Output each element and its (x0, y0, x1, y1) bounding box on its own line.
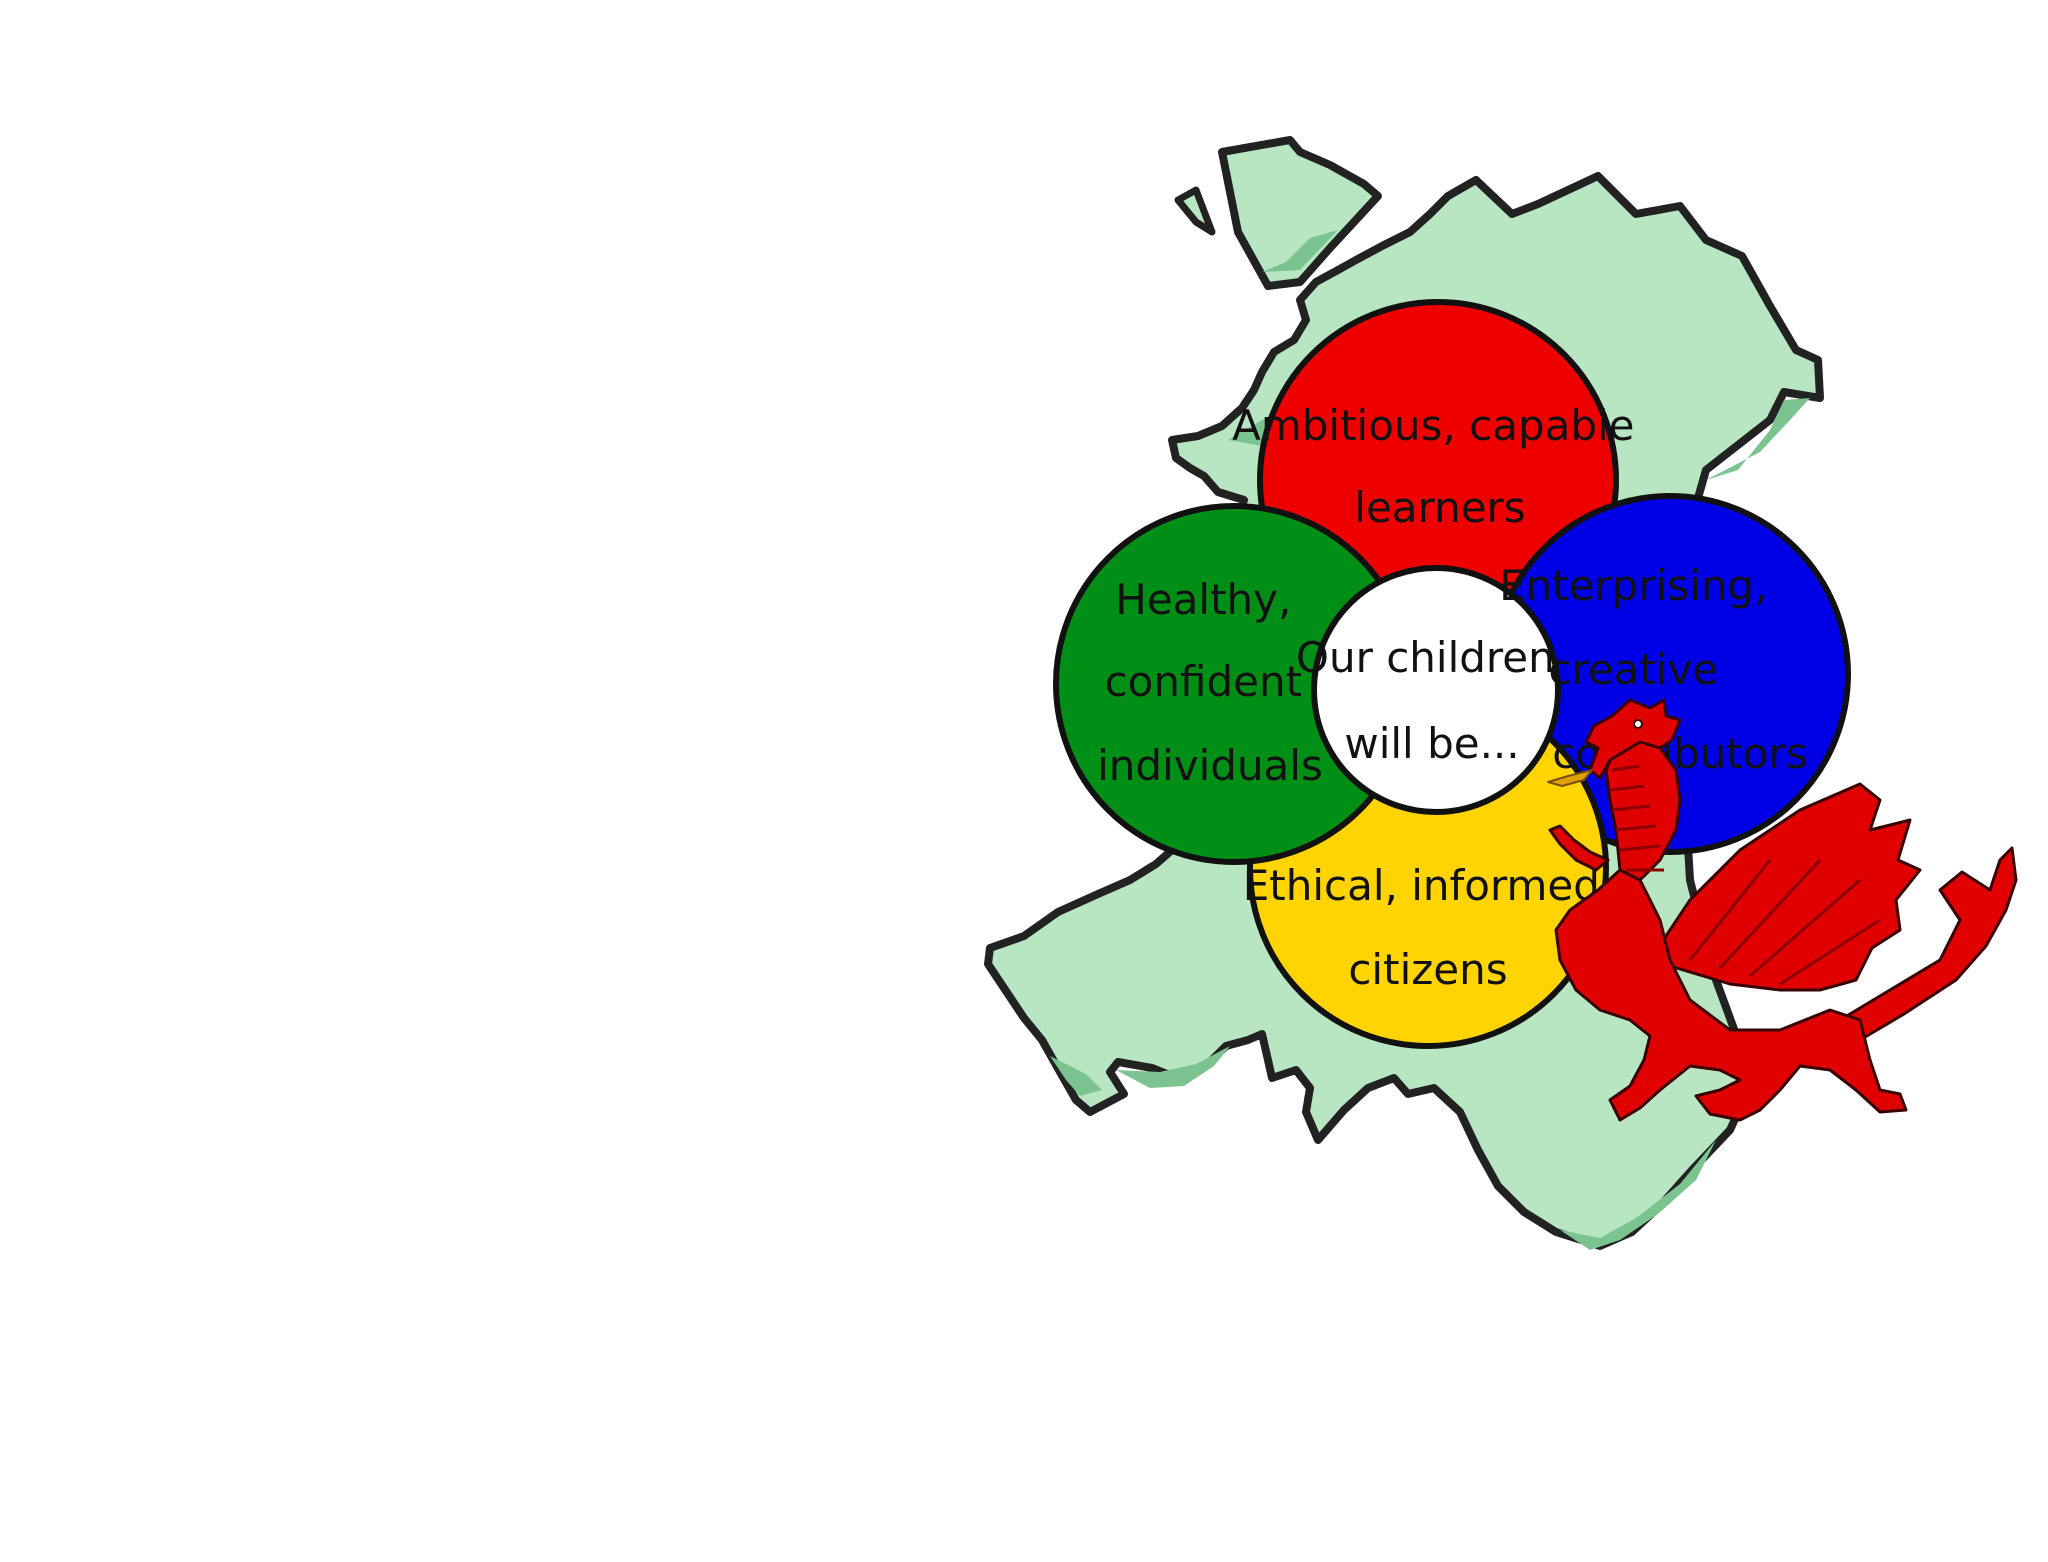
label-ethical: Ethical, informed citizens (1243, 861, 1614, 994)
label-ethical-line2: citizens (1348, 945, 1507, 994)
label-healthy-line2: confident (1105, 657, 1302, 706)
label-center: Our children will be... (1296, 633, 1568, 768)
label-ambitious-line1: Ambitious, capable (1232, 401, 1634, 450)
map-anglesey-shadow (1262, 230, 1338, 272)
dragon-tongue (1547, 769, 1593, 787)
label-healthy-line1: Healthy, (1115, 575, 1291, 624)
map-shadow-south (1560, 1140, 1716, 1250)
dragon-tail (1838, 846, 2018, 1042)
purpose-circles (1053, 299, 1851, 1049)
map-shadow-southwest (1116, 1046, 1230, 1088)
map-shadow-east (1706, 398, 1810, 480)
label-enterprising-line2: creative (1548, 645, 1718, 694)
label-center-line1: Our children (1296, 633, 1555, 682)
label-ambitious-line2: learners (1354, 483, 1525, 532)
map-anglesey (1218, 136, 1382, 290)
map-island (1174, 186, 1216, 236)
dragon-scales (1609, 764, 1664, 872)
label-healthy: Healthy, confident individuals (1097, 575, 1323, 790)
label-ethical-line1: Ethical, informed (1243, 861, 1600, 910)
dragon-body (1554, 868, 1908, 1122)
label-enterprising-line1: Enterprising, (1499, 561, 1768, 610)
label-healthy-line3: individuals (1097, 741, 1323, 790)
map-shadow-west (1050, 1056, 1102, 1096)
label-ambitious: Ambitious, capable learners (1232, 401, 1648, 532)
dragon-wing-ribs (1688, 858, 1881, 986)
dragon-head (1584, 698, 1682, 780)
dragon-arm (1548, 824, 1610, 872)
dragon-eye (1633, 719, 1643, 729)
welsh-dragon-icon (1547, 698, 2018, 1122)
label-center-line2: will be... (1344, 719, 1519, 768)
circle-center (1311, 565, 1561, 815)
